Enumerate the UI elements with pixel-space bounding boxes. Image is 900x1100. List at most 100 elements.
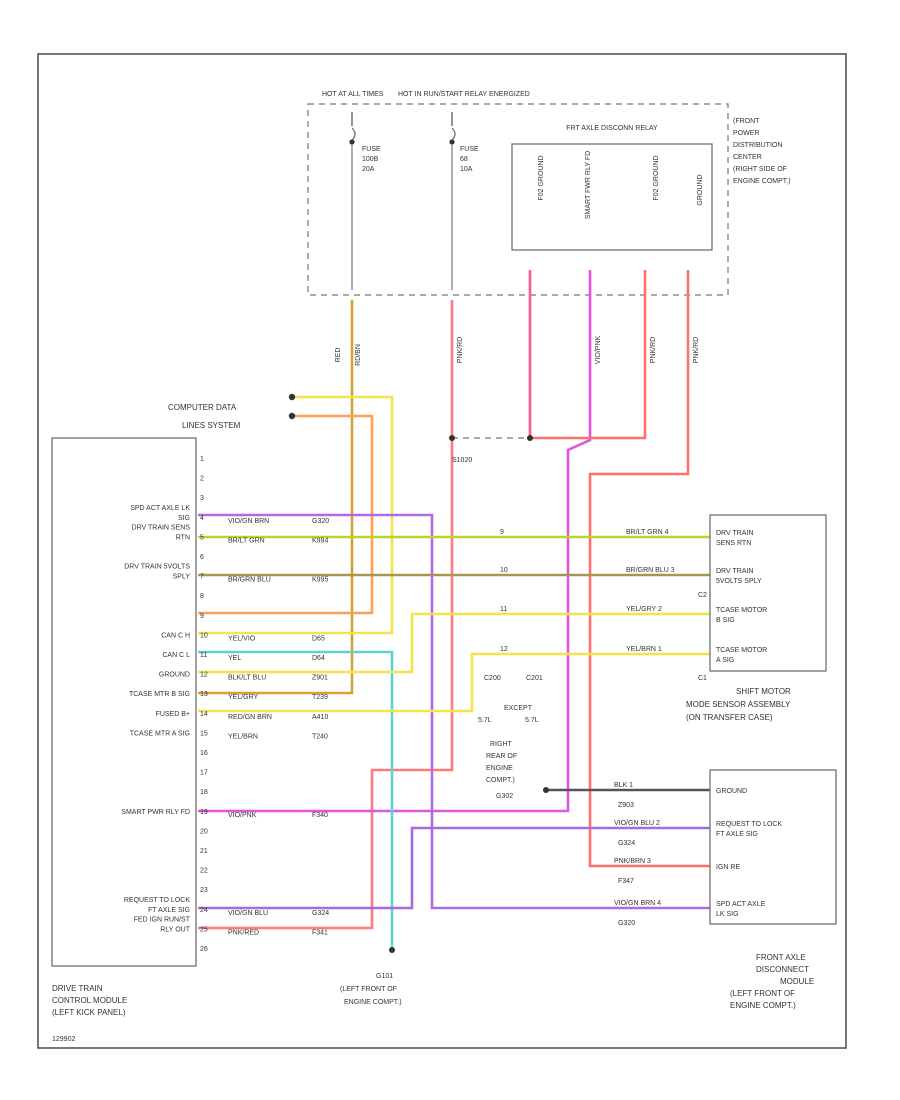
dtcm-wire-color-label: YEL/GRY bbox=[228, 694, 259, 701]
dtcm-pin-number: 10 bbox=[200, 632, 208, 639]
dtcm-wire-color-label: BR/LT GRN bbox=[228, 537, 265, 544]
g302-caption-2: REAR OF bbox=[486, 753, 517, 760]
dtcm-pin-number: 2 bbox=[200, 476, 204, 483]
wire-tcase-mtr-b bbox=[198, 612, 710, 674]
shift-motor-inline-pin: 12 bbox=[500, 646, 508, 653]
top-wire-label-6: PNK/RD bbox=[693, 337, 700, 363]
diagram-frame bbox=[37, 53, 847, 1049]
g101-caption-3: ENGINE COMPT.) bbox=[344, 999, 402, 1006]
dtcm-pin-number: 20 bbox=[200, 828, 208, 835]
except-label: EXCEPT bbox=[504, 705, 533, 712]
cdl-node-2 bbox=[288, 412, 296, 420]
dtcm-pin-number: 22 bbox=[200, 868, 208, 875]
dtcm-pin-number: 1 bbox=[200, 456, 204, 463]
relay-pin-2-label: SMART FWR RLY FD bbox=[585, 151, 592, 219]
fuse-2-icon bbox=[451, 127, 456, 141]
wire-splice-to-fadm-ign bbox=[198, 438, 454, 930]
dtcm-pin-number: 23 bbox=[200, 887, 208, 894]
fadm-wire-label: VIO/GN BRN 4 bbox=[614, 900, 661, 907]
dtcm-pin-label: FED IGN RUN/ST bbox=[134, 916, 191, 923]
dtcm-pin-label: CAN C L bbox=[162, 652, 190, 659]
fadm-pin-label: FT AXLE SIG bbox=[716, 831, 758, 838]
hot-at-all-times-label: HOT AT ALL TIMES bbox=[322, 91, 384, 98]
dtcm-caption-3: (LEFT KICK PANEL) bbox=[52, 1008, 126, 1017]
hot-in-run-label: HOT IN RUN/START RELAY ENERGIZED bbox=[398, 91, 530, 98]
dtcm-circuit-label: G324 bbox=[312, 910, 329, 917]
dtcm-circuit-label: T240 bbox=[312, 733, 328, 740]
fadm-circuit-label: F347 bbox=[618, 878, 634, 885]
dtcm-pin-label: FT AXLE SIG bbox=[148, 907, 190, 914]
g302-caption-3: ENGINE bbox=[486, 765, 513, 772]
fadm-pin-label: LK SIG bbox=[716, 911, 739, 918]
dtcm-pin-label: TCASE MTR A SIG bbox=[130, 730, 190, 737]
dtcm-wire-color-label: BR/GRN BLU bbox=[228, 577, 271, 584]
shift-motor-inline-pin: 9 bbox=[500, 529, 504, 536]
dtcm-wire-color-label: VIO/GN BRN bbox=[228, 518, 269, 525]
fadm-caption-4: (LEFT FRONT OF bbox=[730, 989, 795, 998]
conn-c201-label: C201 bbox=[526, 675, 543, 682]
shift-motor-pin-label: 5VOLTS SPLY bbox=[716, 578, 762, 585]
dtcm-pin-label: SIG bbox=[178, 515, 190, 522]
dtcm-caption-1: DRIVE TRAIN bbox=[52, 984, 103, 993]
dtcm-circuit-label: T239 bbox=[312, 694, 328, 701]
fadm-pin-label: REQUEST TO LOCK bbox=[716, 821, 782, 828]
pdc-location-3: DISTRIBUTION bbox=[733, 142, 782, 149]
front-axle-disconnect-module bbox=[709, 769, 837, 925]
shift-motor-pin-label: TCASE MOTOR bbox=[716, 647, 767, 654]
shift-motor-caption-3: (ON TRANSFER CASE) bbox=[686, 713, 773, 722]
dtcm-pin-number: 3 bbox=[200, 495, 204, 502]
dtcm-pin-number: 26 bbox=[200, 946, 208, 953]
dtcm-circuit-label: K994 bbox=[312, 537, 328, 544]
dtcm-pin-label: RTN bbox=[176, 534, 190, 541]
dtcm-wire-color-label: BLK/LT BLU bbox=[228, 675, 266, 682]
shift-motor-pin-label: TCASE MOTOR bbox=[716, 607, 767, 614]
dtcm-pin-number: 14 bbox=[200, 711, 208, 718]
shift-motor-inline-pin: 11 bbox=[500, 606, 507, 613]
relay-pin-1-label: F02 GROUND bbox=[538, 155, 545, 200]
dtcm-pin-number: 12 bbox=[200, 672, 208, 679]
dtcm-pin-number: 15 bbox=[200, 730, 208, 737]
ground-g101-node bbox=[389, 947, 395, 953]
dtcm-wire-color-label: YEL bbox=[228, 655, 241, 662]
shift-motor-wire-label: BR/GRN BLU 3 bbox=[626, 567, 675, 574]
dtcm-pin-number: 5 bbox=[200, 534, 204, 541]
relay-pin-3-label: F02 GROUND bbox=[653, 155, 660, 200]
g302-caption-1: RIGHT bbox=[490, 741, 513, 748]
dtcm-circuit-label: G320 bbox=[312, 518, 329, 525]
dtcm-circuit-label: A410 bbox=[312, 714, 328, 721]
dtcm-pin-label: RLY OUT bbox=[160, 926, 190, 933]
fadm-caption-1: FRONT AXLE bbox=[756, 953, 806, 962]
shift-motor-wire-label: YEL/GRY 2 bbox=[626, 606, 662, 613]
fadm-wire-label: PNK/BRN 3 bbox=[614, 858, 651, 865]
dtcm-circuit-label: K995 bbox=[312, 577, 328, 584]
g302-caption-4: COMPT.) bbox=[486, 777, 515, 784]
g101-caption-1: G101 bbox=[376, 973, 393, 980]
dtcm-pin-label: DRV TRAIN SENS bbox=[132, 524, 191, 531]
dtcm-circuit-label: D64 bbox=[312, 655, 325, 662]
dtcm-wire-color-label: YEL/BRN bbox=[228, 733, 258, 740]
dtcm-pin-number: 24 bbox=[200, 907, 208, 914]
fuse-1-node bbox=[349, 139, 355, 145]
fuse-2-node bbox=[449, 139, 455, 145]
dtcm-pin-label: DRV TRAIN 5VOLTS bbox=[124, 564, 190, 571]
shift-motor-conn-c2: C2 bbox=[698, 592, 707, 599]
splice-label: S1020 bbox=[452, 457, 472, 464]
front-axle-disconnect-relay bbox=[511, 143, 713, 251]
fuse-2-label: FUSE bbox=[460, 146, 479, 153]
top-wire-label-2: RD/BN bbox=[355, 344, 362, 366]
dtcm-pin-label: TCASE MTR B SIG bbox=[129, 691, 190, 698]
shift-motor-pin-label: SENS RTN bbox=[716, 540, 751, 547]
fadm-pin-label: SPD ACT AXLE bbox=[716, 901, 766, 908]
dtcm-pin-number: 13 bbox=[200, 691, 208, 698]
shift-motor-mode-sensor-assembly bbox=[709, 514, 827, 672]
fuse-2-amperage: 10A bbox=[460, 166, 473, 173]
shift-motor-inline-pin: 10 bbox=[500, 567, 508, 574]
dtcm-circuit-label: F340 bbox=[312, 812, 328, 819]
engine-label-1: 5.7L bbox=[478, 717, 492, 724]
cdl-label-1: COMPUTER DATA bbox=[168, 403, 237, 412]
wires bbox=[198, 270, 710, 948]
wire-ground-g101 bbox=[198, 650, 394, 948]
